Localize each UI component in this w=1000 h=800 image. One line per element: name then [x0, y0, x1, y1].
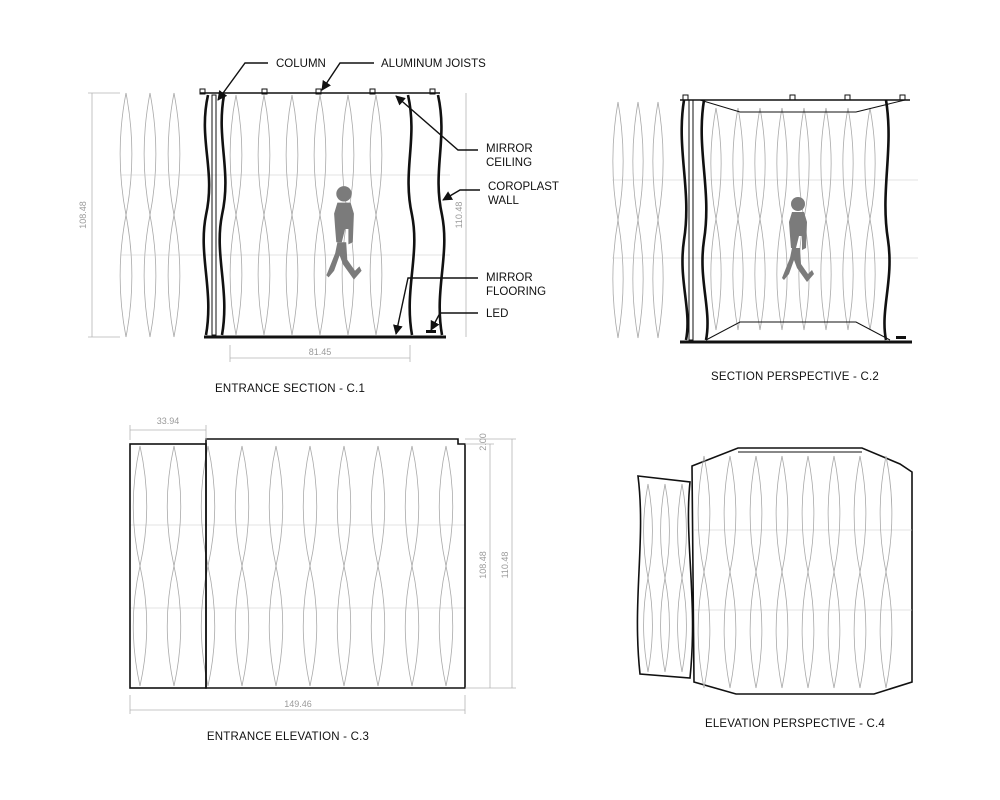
wave-line — [879, 455, 893, 689]
dim-height-left: 108.48 — [78, 201, 88, 229]
led-arrow-icon — [430, 312, 478, 331]
column-arrow-icon — [217, 62, 268, 101]
wave-line — [143, 92, 157, 338]
callout-coroplast-line2: WALL — [488, 195, 519, 207]
wave-line — [864, 107, 876, 331]
callout-mirror-ceiling-line2: CEILING — [486, 157, 532, 169]
callout-mirror-flooring-line2: FLOORING — [486, 286, 546, 298]
entrance-panel-pattern — [643, 483, 687, 673]
entrance-panel — [129, 443, 207, 689]
callout-coroplast-line1: COROPLAST — [488, 181, 559, 193]
left-wall-section — [202, 94, 211, 336]
dim-top-step: 2.00 — [478, 433, 488, 451]
dim-height-right: 110.48 — [454, 202, 464, 229]
wave-line — [404, 445, 420, 687]
wave-line — [612, 101, 624, 339]
wave-line — [754, 107, 766, 331]
wave-line — [285, 94, 299, 336]
wave-line — [749, 455, 763, 689]
dim-height-inner: 108.48 — [478, 551, 488, 579]
wave-line — [229, 94, 243, 336]
led-fixture — [426, 330, 436, 333]
wave-line — [643, 483, 653, 673]
wave-line — [302, 445, 318, 687]
dim-width-total: 149.46 — [284, 699, 312, 709]
dim-width-bottom: 81.45 — [309, 347, 332, 357]
wave-line — [652, 101, 664, 339]
section-perspective-drawing: SECTION PERSPECTIVE - C.2 — [612, 94, 918, 383]
wave-line — [632, 101, 644, 339]
wave-line — [697, 455, 711, 689]
dim-top-left: 33.94 — [157, 416, 180, 426]
ceiling-arrow-icon — [395, 95, 478, 151]
caption-section-perspective: SECTION PERSPECTIVE - C.2 — [711, 371, 879, 383]
wave-line — [336, 445, 352, 687]
joist-arrow-icon — [321, 62, 374, 91]
pavilion-body — [691, 447, 913, 695]
wave-line — [842, 107, 854, 331]
dim-height-outer: 110.48 — [500, 552, 510, 579]
wave-line — [268, 445, 284, 687]
entrance-elevation-drawing: 33.94 2.00 108.48 110.48 149.46 ENTRANCE… — [129, 416, 516, 743]
floor-arrow-icon — [393, 277, 478, 335]
wave-line — [119, 92, 133, 338]
wave-line — [801, 455, 815, 689]
wave-line — [710, 107, 722, 331]
wave-line — [167, 92, 181, 338]
coroplast-wall-pattern — [229, 94, 383, 336]
column — [211, 94, 217, 336]
wall-arrow-icon — [442, 189, 480, 201]
wave-line — [732, 107, 744, 331]
wave-line — [438, 445, 454, 687]
wave-line — [775, 455, 789, 689]
wave-line — [660, 483, 670, 673]
wave-line — [827, 455, 841, 689]
perspective-wall-pattern — [710, 107, 876, 331]
callout-column: COLUMN — [276, 58, 326, 70]
wave-line — [776, 107, 788, 331]
wave-line — [369, 94, 383, 336]
wave-line — [370, 445, 386, 687]
wave-line — [234, 445, 250, 687]
person-silhouette-icon — [326, 186, 362, 280]
wave-line — [200, 445, 216, 687]
wave-line — [677, 483, 687, 673]
elevation-wall-pattern — [132, 445, 454, 687]
caption-entrance-elevation: ENTRANCE ELEVATION - C.3 — [207, 731, 369, 743]
wave-line — [166, 445, 182, 687]
left-wave-panel — [119, 92, 181, 338]
wave-line — [820, 107, 832, 331]
wave-line — [132, 445, 148, 687]
caption-elevation-perspective: ELEVATION PERSPECTIVE - C.4 — [705, 718, 885, 730]
main-wall-panel — [205, 438, 466, 689]
right-wall-section — [406, 94, 416, 336]
wave-line — [853, 455, 867, 689]
callout-led: LED — [486, 308, 508, 320]
entrance-panel-perspective — [636, 475, 694, 679]
elevation-perspective-drawing: ELEVATION PERSPECTIVE - C.4 — [636, 447, 913, 730]
callout-aluminum-joists: ALUMINUM JOISTS — [381, 58, 486, 70]
pavilion-wall-pattern — [697, 455, 893, 689]
callout-mirror-flooring-line1: MIRROR — [486, 272, 533, 284]
wave-line — [313, 94, 327, 336]
caption-entrance-section: ENTRANCE SECTION - C.1 — [215, 383, 365, 395]
entrance-section-drawing: 108.48 110.48 81.45 COLUMN ALUMINUM JOIS… — [78, 58, 559, 395]
wave-line — [257, 94, 271, 336]
wave-line — [723, 455, 737, 689]
callout-mirror-ceiling-line1: MIRROR — [486, 143, 533, 155]
left-wave-panel-perspective — [612, 101, 664, 339]
